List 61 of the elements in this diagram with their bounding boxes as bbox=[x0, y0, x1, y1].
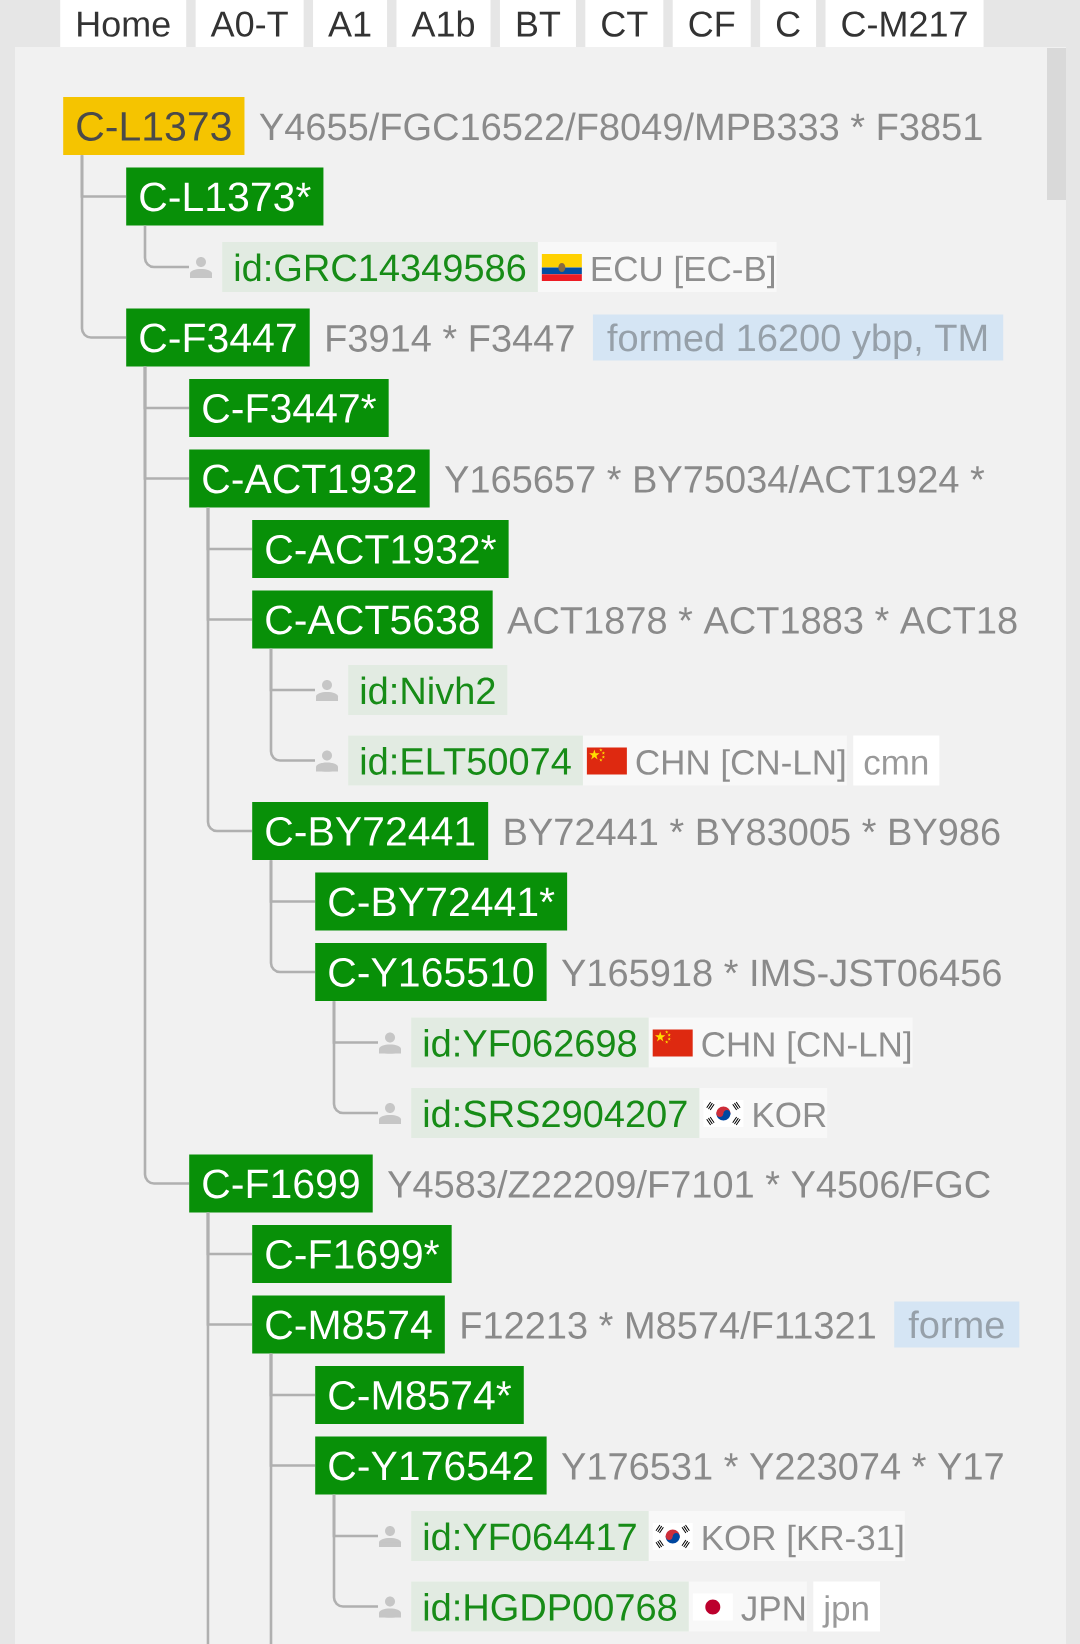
person-icon bbox=[379, 1596, 401, 1618]
breadcrumb-tab: BT bbox=[499, 0, 576, 47]
sample-tag: id:YF064417 KOR [KR-31] bbox=[411, 1511, 905, 1561]
haplogroup-tag: C-L1373 bbox=[63, 97, 245, 155]
breadcrumb-tab: A0-T bbox=[195, 0, 304, 47]
sample-tag: id:Nivh2 bbox=[348, 665, 508, 715]
sample-tag: id:SRS2904207 KOR bbox=[411, 1088, 828, 1138]
haplogroup-tag: C-F1699* bbox=[252, 1225, 452, 1283]
info-badge: formed 16200 ybp, TM bbox=[592, 314, 1004, 361]
tree-line bbox=[269, 860, 315, 974]
breadcrumb-tab: A1 bbox=[313, 0, 388, 47]
breadcrumb-tab: C-M217 bbox=[825, 0, 984, 47]
haplogroup-tag: C-ACT1932 bbox=[189, 449, 430, 508]
haplogroup-tag: C-Y176542 bbox=[315, 1436, 547, 1495]
haplogroup-tag: C-M8574 bbox=[252, 1295, 445, 1354]
person-icon bbox=[190, 257, 212, 278]
haplogroup-tag: C-ACT5638 bbox=[252, 590, 493, 649]
tree-line bbox=[80, 155, 126, 339]
snp-list: F3914 * F3447 bbox=[327, 324, 574, 352]
haplogroup-tag: C-L1373* bbox=[126, 167, 324, 226]
snp-list: Y176531 * Y223074 * Y17 bbox=[561, 1453, 1003, 1480]
snp-list: F12213 * M8574/F11321 bbox=[462, 1311, 875, 1339]
tree-line bbox=[269, 1353, 273, 1644]
breadcrumb-tab: Home bbox=[60, 0, 187, 47]
tree-line bbox=[332, 1494, 378, 1608]
haplogroup-tag: C-BY72441 bbox=[252, 802, 489, 860]
snp-list: ACT1878 * ACT1883 * ACT18 bbox=[507, 606, 1017, 634]
person-icon bbox=[379, 1526, 401, 1547]
tree-line bbox=[332, 1001, 378, 1115]
snp-list: Y4655/FGC16522/F8049/MPB333 * F3851 bbox=[259, 112, 982, 141]
sample-tag: id:YF062698 CHN [CN-LN] bbox=[411, 1017, 913, 1068]
language-tag: cmn bbox=[853, 735, 940, 786]
tree-line bbox=[269, 648, 315, 762]
language-tag: jpn bbox=[813, 1581, 881, 1632]
breadcrumb-tab: A1b bbox=[396, 0, 491, 47]
haplogroup-tag: C-Y165510 bbox=[315, 943, 547, 1001]
snp-list: Y4583/Z22209/F7101 * Y4506/FGC bbox=[387, 1169, 990, 1198]
haplogroup-tag: C-M8574* bbox=[315, 1366, 524, 1424]
info-badge: forme bbox=[894, 1301, 1020, 1348]
haplogroup-tag: C-BY72441* bbox=[315, 872, 568, 931]
haplogroup-tag: C-ACT1932* bbox=[252, 520, 509, 578]
snp-list: Y165657 * BY75034/ACT1924 * bbox=[444, 464, 985, 493]
tree-line bbox=[143, 225, 189, 269]
haplogroup-tag: C-F1699 bbox=[189, 1154, 373, 1213]
snp-list: BY72441 * BY83005 * BY986 bbox=[505, 818, 1000, 846]
breadcrumb-tab: CF bbox=[672, 0, 751, 47]
tree-line bbox=[206, 507, 252, 833]
snp-list: Y165918 * IMS-JST06456 bbox=[561, 959, 1001, 987]
sample-tag: id:HGDP00768 JPN bbox=[411, 1581, 807, 1632]
tree-line bbox=[143, 366, 189, 1185]
person-icon bbox=[379, 1032, 401, 1054]
tree-line bbox=[206, 1212, 210, 1644]
sample-tag: id:GRC14349586 ECU [EC-B] bbox=[222, 242, 777, 292]
sample-tag: id:ELT50074 CHN [CN-LN] bbox=[348, 735, 847, 786]
person-icon bbox=[316, 680, 338, 701]
haplogroup-tag: C-F3447 bbox=[126, 308, 310, 367]
person-icon bbox=[316, 750, 338, 772]
breadcrumb-tab: C bbox=[760, 0, 817, 47]
breadcrumb-tab: CT bbox=[585, 0, 664, 47]
person-icon bbox=[379, 1103, 401, 1124]
haplogroup-tag: C-F3447* bbox=[189, 379, 389, 437]
